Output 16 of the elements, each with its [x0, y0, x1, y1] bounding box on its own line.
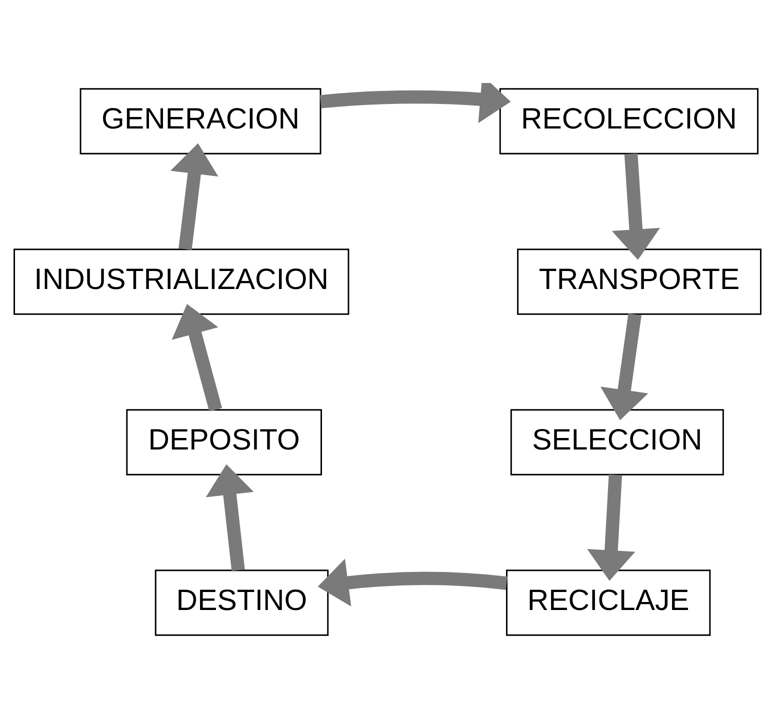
node-box: GENERACION: [80, 88, 322, 154]
arrow: [318, 558, 508, 606]
arrow: [612, 152, 660, 260]
arrow: [587, 474, 636, 580]
node-box: DESTINO: [154, 569, 329, 636]
node-box: SELECCION: [510, 408, 724, 475]
arrow: [170, 142, 218, 250]
arrow: [320, 82, 511, 123]
arrow: [600, 312, 648, 420]
node-box: RECICLAJE: [506, 569, 711, 636]
node-box: DEPOSITO: [126, 408, 322, 475]
node-box: INDUSTRIALIZACION: [14, 248, 350, 314]
arrow: [206, 464, 254, 570]
node-box: TRANSPORTE: [517, 248, 762, 314]
node-box: RECOLECCION: [499, 88, 759, 154]
arrow: [172, 304, 222, 411]
